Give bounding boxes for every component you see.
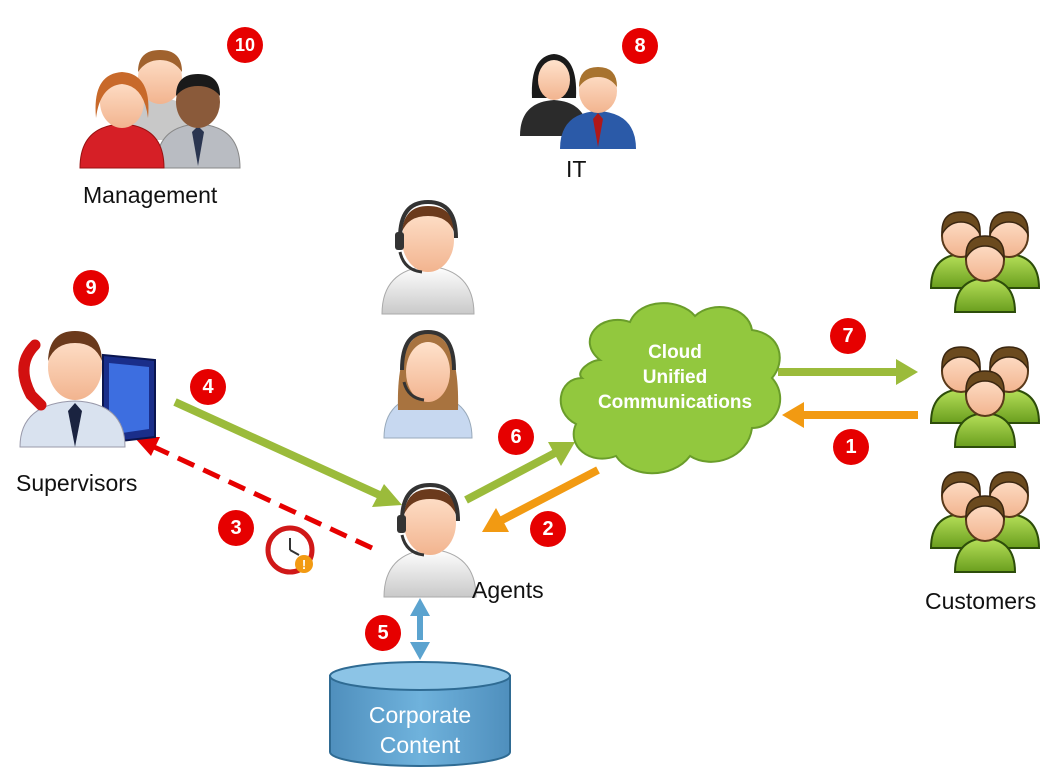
arrow-cloud-to-customers-head [896,359,918,385]
supervisor-phone-icon [18,331,156,448]
arrow-agent-to-cloud-head [548,442,575,466]
cloud-icon [559,302,782,475]
arrow-cloud-to-agent [500,466,600,524]
database-icon [329,661,511,767]
customer-group-icon [931,472,1039,572]
arrow-agent-to-supervisor-head [134,437,160,456]
database-label: Corporate Content [330,700,510,760]
customers-label: Customers [925,588,1037,614]
it-pair-icon [520,54,636,149]
management-label: Management [83,182,218,208]
database-label-line-1: Corporate [368,702,472,728]
step-badge-1: 1 [833,429,869,465]
arrow-supervisor-to-agent [173,398,386,501]
management-group-icon [79,50,241,169]
step-badge-2: 2 [530,511,566,547]
step-badge-5: 5 [365,615,401,651]
supervisors-label: Supervisors [16,470,138,496]
step-badge-8: 8 [622,28,658,64]
arrow-agent-to-supervisor [150,443,374,551]
step-badge-7: 7 [830,318,866,354]
it-label: IT [566,156,587,182]
arrow-agent-database-up-head [410,598,430,616]
arrow-cloud-to-agent-head [482,508,509,532]
customer-group-icon [931,347,1039,447]
step-badge-6: 6 [498,419,534,455]
cloud-label-line-3: Communications [597,392,753,413]
alarm-clock-icon: ! [265,525,315,575]
step-badge-3: 3 [218,510,254,546]
cloud-label: Cloud Unified Communications [580,340,770,415]
arrow-agent-database-down-head [410,642,430,660]
arrow-customers-to-cloud-head [782,402,804,428]
arrow-supervisor-to-agent-head [372,484,402,507]
step-badge-9: 9 [73,270,109,306]
headset-agent-female-icon [383,329,473,439]
svg-text:!: ! [302,557,306,572]
customer-group-icon [931,212,1039,312]
database-label-line-2: Content [379,732,461,758]
cloud-label-line-1: Cloud [648,342,702,363]
headset-agent-icon [380,200,476,316]
step-badge-10: 10 [227,27,263,63]
arrow-agent-to-cloud [464,449,557,504]
agents-label: Agents [472,577,544,603]
step-badge-4: 4 [190,369,226,405]
cloud-label-line-2: Unified [642,367,708,388]
